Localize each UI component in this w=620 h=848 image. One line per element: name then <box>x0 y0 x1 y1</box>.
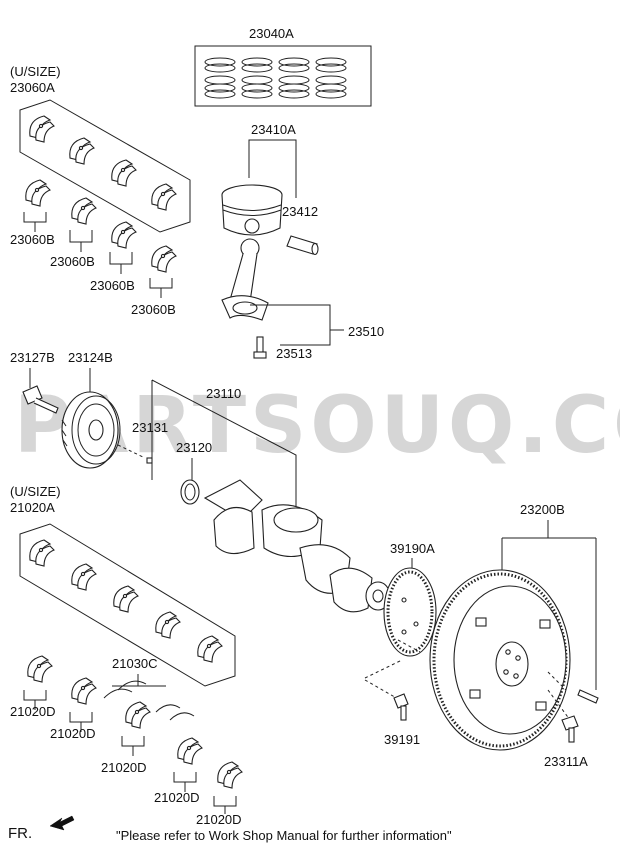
flex-plate <box>383 567 437 657</box>
main-bearing-single <box>25 179 51 207</box>
label-23060B-2[interactable]: 23060B <box>50 254 95 269</box>
label-23060A[interactable]: 23060A <box>10 80 55 95</box>
thrust-washers <box>103 680 195 721</box>
label-23060B-4[interactable]: 23060B <box>131 302 176 317</box>
lower-main-bearing-set <box>19 523 236 687</box>
label-23513[interactable]: 23513 <box>276 346 312 361</box>
crank-bolt <box>22 385 59 414</box>
label-21020D-1[interactable]: 21020D <box>10 704 56 719</box>
connecting-rod <box>221 238 269 321</box>
bearing-21020D-group <box>23 655 243 814</box>
label-usize-bottom: (U/SIZE) <box>10 484 61 499</box>
label-23060B-1[interactable]: 23060B <box>10 232 55 247</box>
label-23124B[interactable]: 23124B <box>68 350 113 365</box>
workshop-manual-note: "Please refer to Work Shop Manual for fu… <box>116 828 452 843</box>
label-39190A[interactable]: 39190A <box>390 541 435 556</box>
label-21020A[interactable]: 21020A <box>10 500 55 515</box>
label-23040A[interactable]: 23040A <box>249 26 294 41</box>
bearing-23060B-group <box>23 179 177 298</box>
label-23412[interactable]: 23412 <box>282 204 318 219</box>
piston <box>221 184 283 236</box>
upper-main-bearing-set <box>19 99 191 233</box>
main-bearing-single <box>71 197 97 225</box>
crankshaft <box>203 479 391 613</box>
piston-ring <box>241 57 273 99</box>
main-bearing-single <box>151 245 177 273</box>
label-21020D-2[interactable]: 21020D <box>50 726 96 741</box>
label-21020D-4[interactable]: 21020D <box>154 790 200 805</box>
piston-ring <box>315 57 347 99</box>
label-23110[interactable]: 23110 <box>206 386 241 401</box>
crankshaft-pulley <box>61 391 121 469</box>
main-bearing-lower <box>155 611 181 639</box>
piston-ring-set <box>194 45 372 107</box>
main-bearing-single <box>217 761 243 789</box>
label-21030C[interactable]: 21030C <box>112 656 158 671</box>
timing-sprocket <box>180 479 200 505</box>
flex-plate-bolt <box>393 693 409 721</box>
main-bearing-single <box>27 655 53 683</box>
main-bearing-single <box>111 221 137 249</box>
front-arrow-icon <box>49 815 75 831</box>
dowel-pin <box>577 689 599 704</box>
label-23510[interactable]: 23510 <box>348 324 384 339</box>
main-bearing-upper <box>111 159 137 187</box>
flywheel <box>429 569 571 751</box>
main-bearing-upper <box>69 137 95 165</box>
label-23200B[interactable]: 23200B <box>520 502 565 517</box>
label-23311A[interactable]: 23311A <box>544 754 588 769</box>
rod-bolt <box>253 336 267 359</box>
flywheel-bolt <box>561 715 579 743</box>
main-bearing-lower <box>29 539 55 567</box>
label-21020D-3[interactable]: 21020D <box>101 760 147 775</box>
label-23120[interactable]: 23120 <box>176 440 212 455</box>
piston-ring <box>278 57 310 99</box>
label-23131[interactable]: 23131 <box>132 420 168 435</box>
main-bearing-single <box>71 677 97 705</box>
label-23410A[interactable]: 23410A <box>251 122 296 137</box>
main-bearing-single <box>125 701 151 729</box>
label-21020D-5[interactable]: 21020D <box>196 812 242 827</box>
main-bearing-lower <box>197 635 223 663</box>
label-23127B[interactable]: 23127B <box>10 350 55 365</box>
piston-ring <box>204 57 236 99</box>
label-39191[interactable]: 39191 <box>384 732 420 747</box>
front-direction-label: FR. <box>8 825 32 842</box>
main-bearing-lower <box>71 563 97 591</box>
piston-pin <box>286 235 319 256</box>
main-bearing-upper <box>29 115 55 143</box>
main-bearing-upper <box>151 183 177 211</box>
main-bearing-single <box>177 737 203 765</box>
label-usize-top: (U/SIZE) <box>10 64 61 79</box>
label-23060B-3[interactable]: 23060B <box>90 278 135 293</box>
main-bearing-lower <box>113 585 139 613</box>
